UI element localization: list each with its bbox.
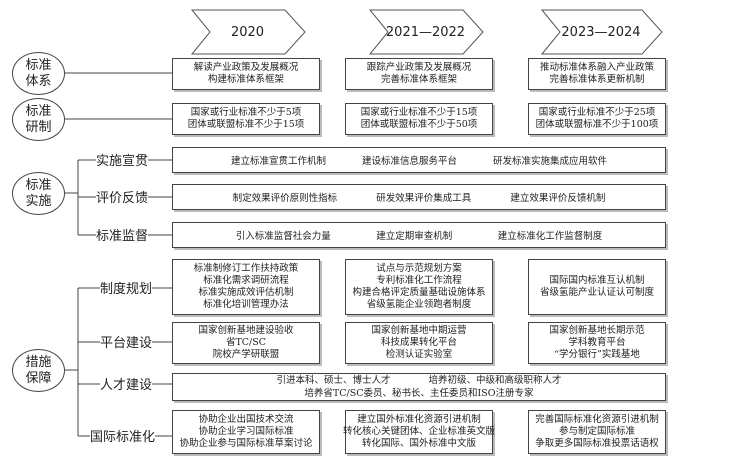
- talent-box: 引进本科、硕士、博士人才 培养初级、中级和高级职称人才培养省TC/SC委员、秘书…: [172, 373, 666, 401]
- international-box-2021: 建立国外标准化资源引进机制转化核心关键团体、企业标准英文版转化国际、国外标准中文…: [343, 410, 495, 454]
- sublabel-promotion: 实施宣贯: [96, 150, 149, 169]
- system-box-2020: 解读产业政策及发展概况构建标准体系框架: [172, 58, 320, 90]
- platform-box-2021: 国家创新基地中期运营科技成果转化平台检测认证实验室: [345, 322, 493, 364]
- international-box-2020: 协助企业出国技术交流协助企业学习国际标准协助企业参与国际标准草案讨论: [172, 410, 320, 454]
- sublabel-platform: 平台建设: [100, 332, 153, 351]
- sublabel-policy: 制度规划: [100, 278, 153, 297]
- dev-box-2023: 国家或行业标准不少于25项团体或联盟标准不少于100项: [528, 103, 666, 135]
- dev-box-2020: 国家或行业标准不少于5项团体或联盟标准不少于15项: [172, 103, 320, 135]
- promotion-box: 建立标准宣贯工作机制建设标准信息服务平台研发标准实施集成应用软件: [172, 147, 666, 173]
- evaluation-box: 制定效果评价原则性指标研发效果评价集成工具建立效果评价反馈机制: [172, 184, 666, 210]
- sublabel-international: 国际标准化: [90, 426, 156, 445]
- category-standard-system: 标准体系: [12, 52, 65, 95]
- header-2023-2024: 2023—2024: [561, 24, 641, 40]
- header-arrow-1: [190, 9, 306, 55]
- header-arrow-2: [368, 9, 484, 55]
- header-arrow-3: [540, 9, 663, 55]
- category-standard-implementation: 标准实施: [12, 172, 65, 215]
- international-box-2023: 完善国际标准化资源引进机制参与制定国际标准争取更多国际标准投票话语权: [528, 410, 666, 454]
- system-box-2021: 跟踪产业政策及发展概况完善标准体系框架: [345, 58, 493, 90]
- dev-box-2021: 国家或行业标准不少于15项团体或联盟标准不少于50项: [345, 103, 493, 135]
- header-2020: 2020: [230, 24, 265, 40]
- policy-box-2021: 试点与示范规划方案专利标准化工作流程构建合格评定质量基础设施体系省级氢能企业领跑…: [345, 259, 493, 315]
- policy-box-2023: 国际国内标准互认机制省级氢能产业认证认可制度: [528, 259, 666, 315]
- platform-box-2023: 国家创新基地长期示范学科教育平台“学分银行”实践基地: [528, 322, 666, 364]
- system-box-2023: 推动标准体系融入产业政策完善标准体系更新机制: [528, 58, 666, 90]
- sublabel-talent: 人才建设: [100, 374, 153, 393]
- category-measures-safeguards: 措施保障: [12, 349, 65, 392]
- supervision-box: 引入标准监督社会力量建立定期审查机制建立标准化工作监督制度: [172, 222, 666, 248]
- sublabel-evaluation: 评价反馈: [96, 187, 149, 206]
- policy-box-2020: 标准制修订工作扶持政策标准化需求调研流程标准实施成效评估机制标准化培训管理办法: [172, 259, 320, 315]
- category-standard-development: 标准研制: [12, 98, 65, 141]
- header-2021-2022: 2021—2022: [385, 24, 466, 40]
- sublabel-supervision: 标准监督: [96, 225, 149, 244]
